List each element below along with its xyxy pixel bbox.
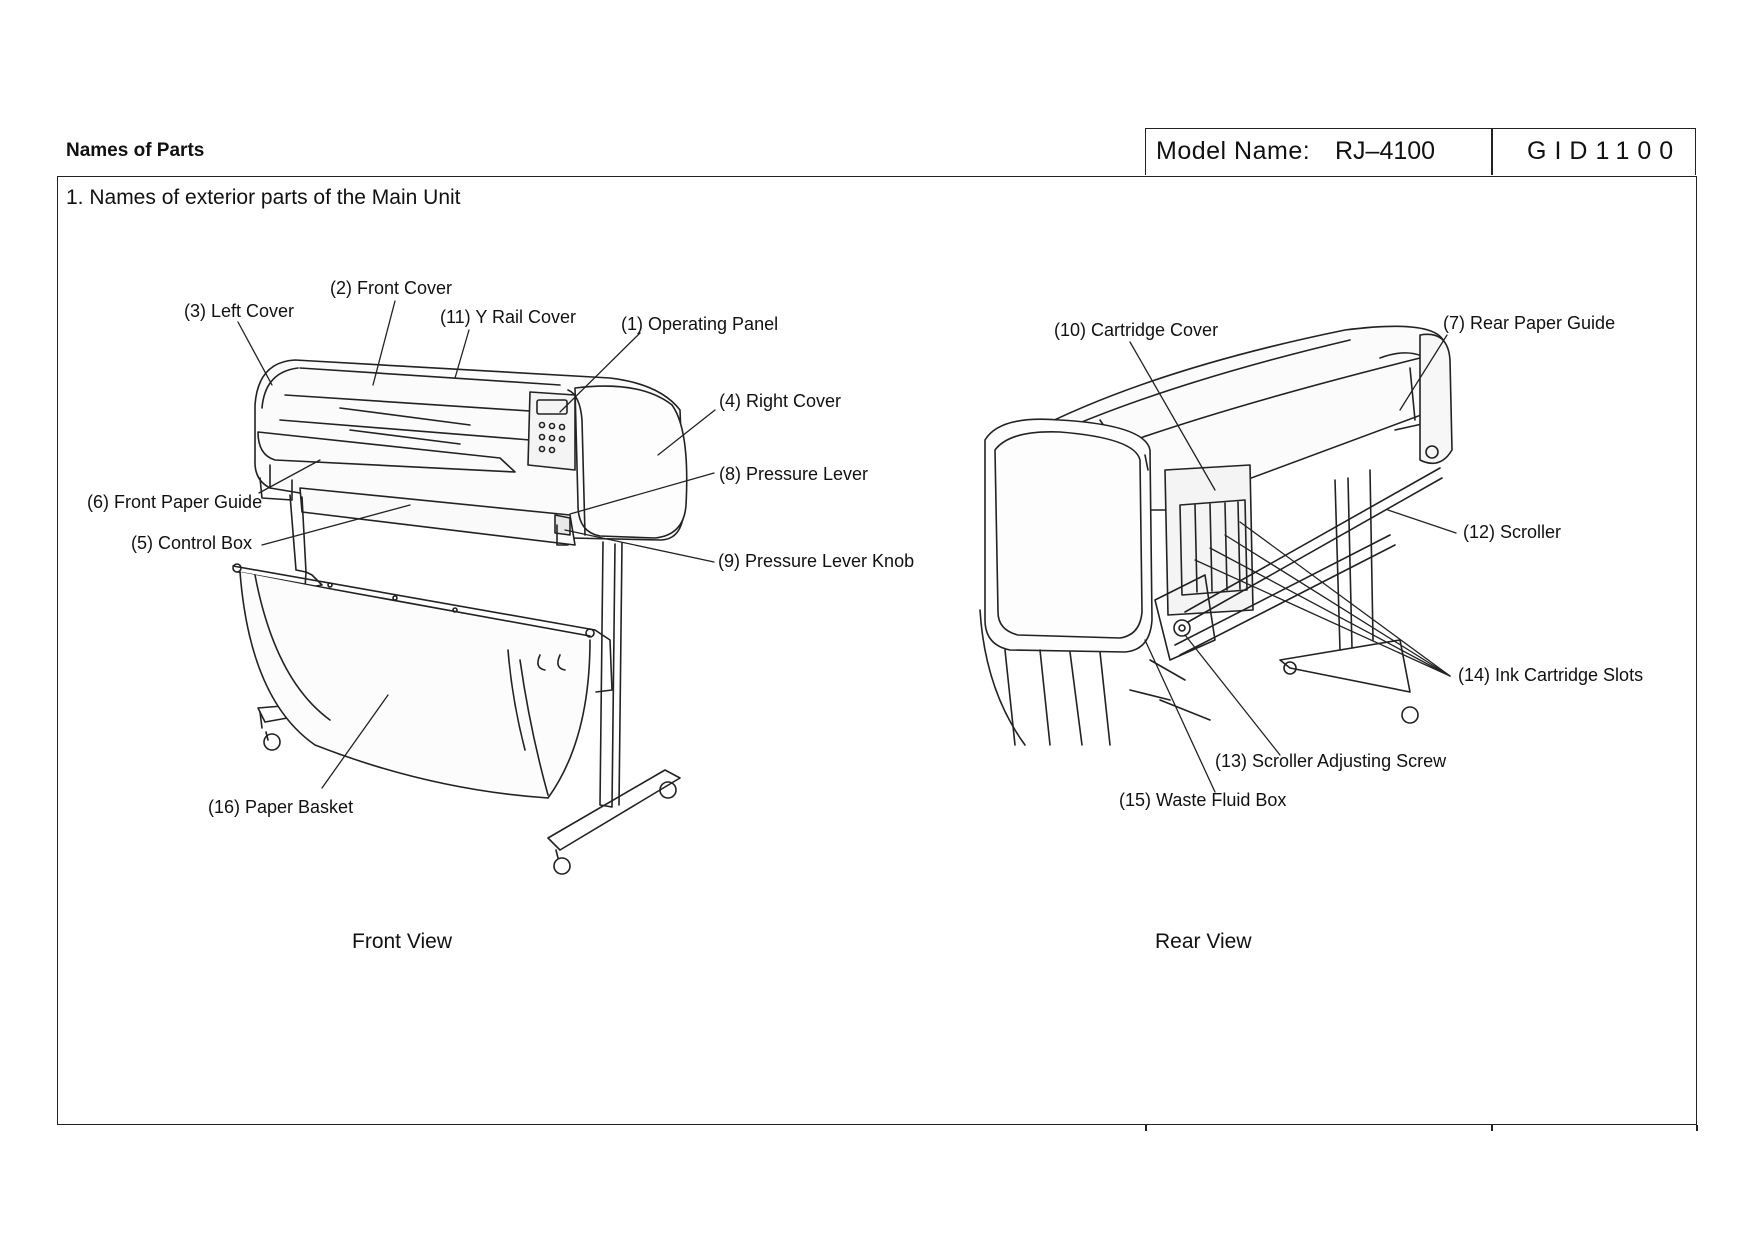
label-ink-cartridge-slots: (14) Ink Cartridge Slots	[1458, 665, 1644, 685]
label-scroller-adjusting-screw: (13) Scroller Adjusting Screw	[1215, 751, 1447, 771]
front-view-caption: Front View	[352, 930, 452, 953]
label-left-cover: (3) Left Cover	[184, 301, 295, 321]
model-name-value: RJ–4100	[1335, 137, 1436, 165]
label-cartridge-cover: (10) Cartridge Cover	[1054, 320, 1219, 340]
label-front-paper-guide: (6) Front Paper Guide	[87, 492, 263, 512]
label-paper-basket: (16) Paper Basket	[208, 797, 354, 817]
label-y-rail-cover: (11) Y Rail Cover	[440, 307, 577, 327]
front-leader-lines	[237, 300, 716, 789]
model-box-divider	[1491, 128, 1493, 175]
rear-leader-lines	[1129, 334, 1457, 793]
label-scroller: (12) Scroller	[1463, 522, 1562, 542]
frame-tick	[1696, 1125, 1698, 1131]
label-pressure-lever-knob: (9) Pressure Lever Knob	[718, 551, 915, 571]
label-pressure-lever: (8) Pressure Lever	[719, 464, 869, 484]
front-view-printer	[232, 359, 688, 875]
section-heading: 1. Names of exterior parts of the Main U…	[66, 186, 461, 209]
content-frame	[57, 176, 1697, 1125]
frame-tick	[1491, 1125, 1493, 1131]
label-right-cover: (4) Right Cover	[719, 391, 842, 411]
label-operating-panel: (1) Operating Panel	[621, 314, 779, 334]
model-box	[1145, 128, 1696, 175]
rear-view-printer	[979, 325, 1453, 746]
document-code: GID1100	[1527, 137, 1682, 165]
label-front-cover: (2) Front Cover	[330, 278, 453, 298]
model-name-label: Model Name:	[1156, 137, 1311, 165]
rear-view-caption: Rear View	[1155, 930, 1252, 953]
page-title: Names of Parts	[66, 140, 205, 161]
frame-tick	[1145, 1125, 1147, 1131]
label-rear-paper-guide: (7) Rear Paper Guide	[1443, 313, 1616, 333]
label-control-box: (5) Control Box	[131, 533, 253, 553]
label-waste-fluid-box: (15) Waste Fluid Box	[1119, 790, 1287, 810]
